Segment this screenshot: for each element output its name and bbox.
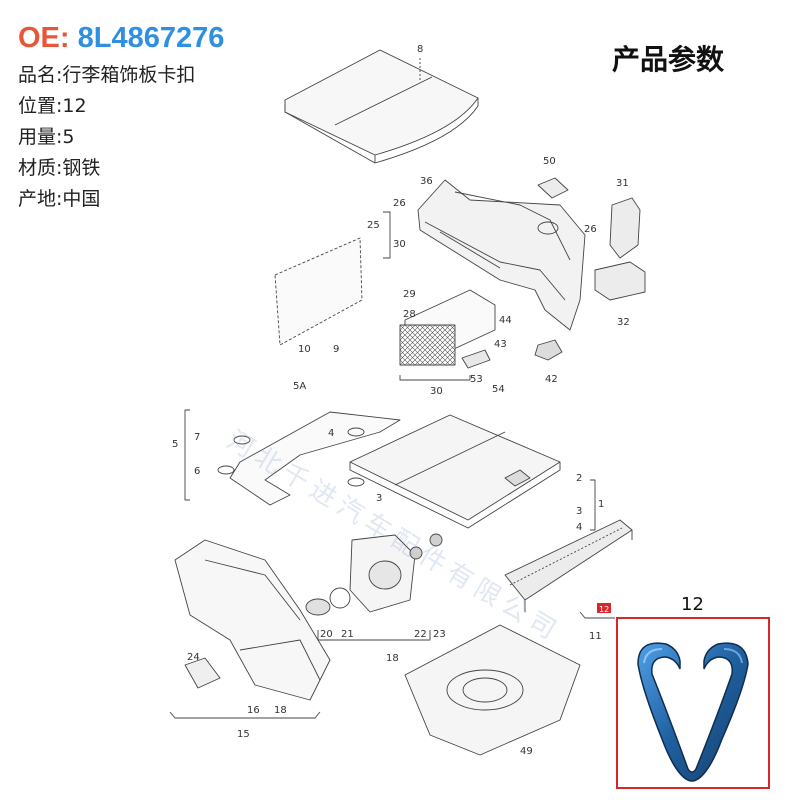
label-32: 32 — [617, 317, 630, 328]
label-43: 43 — [494, 339, 507, 350]
label-42: 42 — [545, 374, 558, 385]
label-18b: 18 — [274, 705, 287, 716]
label-26a: 26 — [393, 198, 406, 209]
param-label: 品名: — [18, 64, 63, 86]
bracket-25 — [383, 211, 391, 259]
oe-value: 8L4867276 — [77, 22, 225, 54]
label-16: 16 — [247, 705, 260, 716]
zoom-box — [616, 617, 770, 789]
param-origin: 产地:中国 — [18, 184, 224, 215]
label-44: 44 — [499, 315, 512, 326]
spare-wheel-well — [404, 624, 581, 756]
side-panel — [274, 237, 363, 346]
small-cover — [184, 657, 221, 689]
params-title: 产品参数 — [612, 43, 725, 76]
bracket-5 — [184, 409, 190, 501]
bracket-1 — [590, 479, 596, 531]
label-1: 1 — [598, 499, 604, 510]
luggage-net — [399, 289, 496, 366]
oe-number: OE: 8L4867276 — [18, 20, 224, 56]
label-4b: 4 — [576, 522, 582, 533]
param-value: 5 — [62, 126, 75, 148]
label-25: 25 — [367, 220, 380, 231]
label-50: 50 — [543, 156, 556, 167]
label-8: 8 — [417, 44, 423, 55]
label-18a: 18 — [386, 653, 399, 664]
param-quantity: 用量:5 — [18, 122, 224, 153]
label-36: 36 — [420, 176, 433, 187]
param-label: 位置: — [18, 95, 63, 117]
label-12: 12 — [599, 605, 609, 614]
label-21: 21 — [341, 629, 354, 640]
param-value: 行李箱饰板卡扣 — [62, 64, 196, 86]
bracket-15 — [169, 711, 321, 719]
label-22: 22 — [414, 629, 427, 640]
param-name: 品名:行李箱饰板卡扣 — [18, 60, 224, 91]
label-5: 5 — [172, 439, 178, 450]
side-trim — [174, 539, 331, 701]
param-position: 位置:12 — [18, 91, 224, 122]
trim-clip-image — [637, 642, 749, 782]
trim-cap — [537, 177, 569, 199]
param-label: 用量: — [18, 126, 63, 148]
label-30b: 30 — [430, 386, 443, 397]
label-5A: 5A — [293, 381, 306, 392]
part-labels: 8 50 31 36 25 26 30 26 32 29 28 44 43 42… — [172, 44, 630, 757]
label-29: 29 — [403, 289, 416, 300]
bracket-11 — [579, 611, 615, 619]
label-26b: 26 — [584, 224, 597, 235]
label-30a: 30 — [393, 239, 406, 250]
sill-trim — [504, 519, 633, 612]
param-value: 中国 — [62, 188, 101, 210]
label-3a: 3 — [376, 493, 382, 504]
floor-panel — [349, 414, 561, 529]
speaker-box — [305, 533, 443, 616]
label-54: 54 — [492, 384, 505, 395]
param-label: 材质: — [18, 157, 63, 179]
cylinder — [461, 349, 491, 369]
side-bracket — [609, 197, 641, 259]
rear-shelf-trim — [417, 179, 586, 331]
label-15: 15 — [237, 729, 250, 740]
label-6: 6 — [194, 466, 200, 477]
label-11: 11 — [589, 631, 602, 642]
label-31: 31 — [616, 178, 629, 189]
label-3b: 3 — [576, 506, 582, 517]
param-material: 材质:钢铁 — [18, 153, 224, 184]
label-49: 49 — [520, 746, 533, 757]
label-4a: 4 — [328, 428, 334, 439]
label-53: 53 — [470, 374, 483, 385]
label-28: 28 — [403, 309, 416, 320]
position-12-marker — [597, 603, 611, 613]
latch — [534, 339, 563, 361]
floor-strap — [217, 411, 401, 506]
param-value: 钢铁 — [62, 157, 101, 179]
zoom-label: 12 — [681, 594, 704, 615]
product-info: OE: 8L4867276 品名:行李箱饰板卡扣 位置:12 用量:5 材质:钢… — [18, 20, 224, 215]
label-7: 7 — [194, 432, 200, 443]
param-label: 产地: — [18, 188, 63, 210]
bracket-18 — [317, 630, 431, 641]
label-2: 2 — [576, 473, 582, 484]
label-9: 9 — [333, 344, 339, 355]
label-23: 23 — [433, 629, 446, 640]
oe-label: OE: — [18, 22, 70, 54]
parcel-shelf — [284, 49, 479, 164]
label-24: 24 — [187, 652, 200, 663]
bracket-30 — [399, 375, 471, 381]
label-10: 10 — [298, 344, 311, 355]
storage-box — [594, 261, 646, 301]
param-value: 12 — [62, 95, 87, 117]
label-20: 20 — [320, 629, 333, 640]
